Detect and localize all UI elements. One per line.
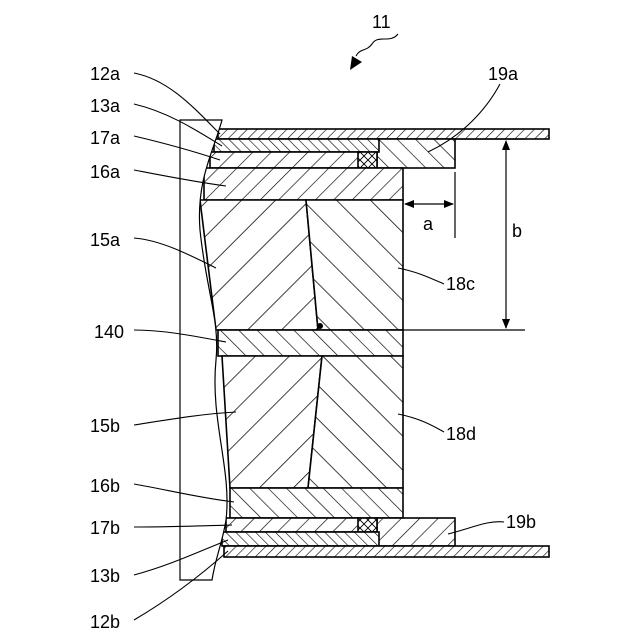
- label-13b: 13b: [90, 566, 120, 586]
- layer-17a: [210, 152, 362, 168]
- terminal-19b: [377, 518, 455, 546]
- leader-18c: [398, 268, 444, 284]
- block-18c: [306, 200, 403, 330]
- label-12a: 12a: [90, 64, 121, 84]
- label-18d: 18d: [446, 424, 476, 444]
- layer-13b: [222, 532, 379, 546]
- figure-number-label: 11: [372, 12, 391, 32]
- label-19a: 19a: [488, 64, 519, 84]
- label-12b: 12b: [90, 612, 120, 632]
- dim-a-label: a: [423, 214, 434, 234]
- label-17a: 17a: [90, 128, 121, 148]
- label-16a: 16a: [90, 162, 121, 182]
- label-19b: 19b: [506, 512, 536, 532]
- block-18d: [308, 356, 403, 488]
- label-17b: 17b: [90, 518, 120, 538]
- label-13a: 13a: [90, 96, 121, 116]
- layer-17b-step: [358, 518, 377, 532]
- layer-12a: [218, 129, 549, 139]
- plate-140: [218, 330, 403, 356]
- junction-dot: [317, 323, 323, 329]
- leader-18d: [398, 414, 444, 432]
- block-15a: [200, 200, 318, 330]
- layer-17a-step: [358, 152, 377, 168]
- label-18c: 18c: [446, 274, 475, 294]
- label-16b: 16b: [90, 476, 120, 496]
- label-15a: 15a: [90, 230, 121, 250]
- layer-13a: [214, 139, 379, 152]
- dim-b-label: b: [512, 221, 522, 241]
- layer-16a: [204, 168, 403, 200]
- layer-12b: [224, 546, 549, 557]
- layer-17b: [226, 518, 360, 532]
- label-15b: 15b: [90, 416, 120, 436]
- figure-number-arrowhead-icon: [350, 56, 362, 70]
- block-15b: [222, 356, 322, 488]
- label-140: 140: [94, 322, 124, 342]
- layer-16b: [230, 488, 403, 518]
- leader-19b: [448, 522, 504, 534]
- figure-number-arrow-icon: [356, 34, 398, 56]
